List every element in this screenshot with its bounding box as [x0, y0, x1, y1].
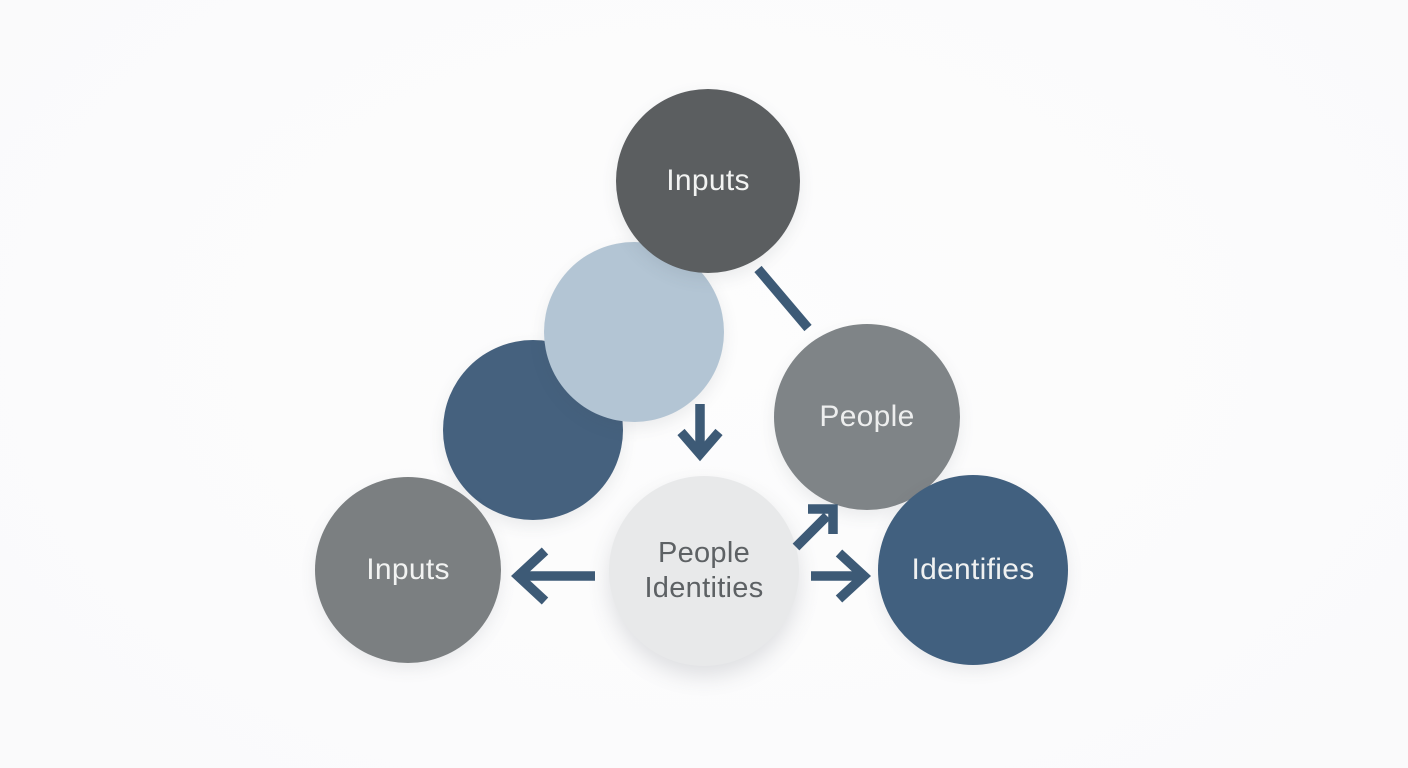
node-people: People [774, 324, 960, 510]
node-identifies: Identifies [878, 475, 1068, 665]
node-people-identities: People Identities [609, 476, 799, 666]
node-people-label: People [819, 399, 915, 433]
node-identifies-label: Identifies [911, 552, 1035, 586]
node-inputs-top-label: Inputs [666, 163, 750, 197]
node-inputs-top: Inputs [616, 89, 800, 273]
node-inputs-bottom: Inputs [315, 477, 501, 663]
connector-line-inputs-to-people [754, 265, 812, 332]
arrow-left-icon [511, 547, 595, 605]
arrow-up-right-icon [792, 504, 838, 551]
arrow-right-icon [811, 549, 872, 603]
node-people-identities-label: People Identities [644, 536, 764, 604]
arrow-down-icon [677, 404, 723, 462]
node-inputs-bottom-label: Inputs [366, 552, 450, 586]
